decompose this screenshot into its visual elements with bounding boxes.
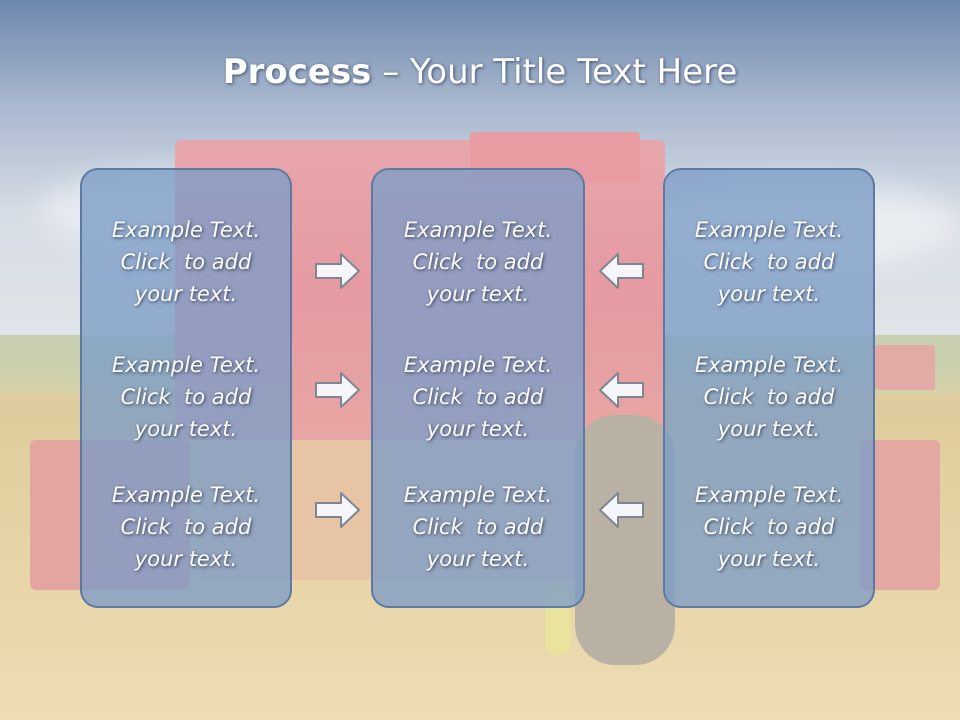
text-line: Example Text. bbox=[111, 483, 261, 507]
text-line: Click to add bbox=[120, 515, 252, 539]
right-arrow-icon[interactable] bbox=[314, 490, 362, 530]
panel-text-block[interactable]: Example Text. Click to add your text. bbox=[665, 349, 873, 445]
text-line: Example Text. bbox=[694, 218, 844, 242]
text-line: Click to add bbox=[412, 250, 544, 274]
text-line: your text. bbox=[426, 547, 530, 571]
panel-text-block[interactable]: Example Text. Click to add your text. bbox=[82, 214, 290, 310]
process-panel-right[interactable]: Example Text. Click to add your text. Ex… bbox=[663, 168, 875, 608]
panel-text-block[interactable]: Example Text. Click to add your text. bbox=[82, 349, 290, 445]
text-line: your text. bbox=[717, 282, 821, 306]
harvester-tire bbox=[575, 415, 675, 665]
title-rest: – Your Title Text Here bbox=[371, 52, 738, 92]
text-line: your text. bbox=[134, 282, 238, 306]
title-bold: Process bbox=[222, 52, 372, 92]
text-line: Example Text. bbox=[111, 353, 261, 377]
slide-title[interactable]: Process – Your Title Text Here bbox=[0, 52, 960, 92]
process-panel-left[interactable]: Example Text. Click to add your text. Ex… bbox=[80, 168, 292, 608]
text-line: Click to add bbox=[703, 385, 835, 409]
panel-text-block[interactable]: Example Text. Click to add your text. bbox=[373, 214, 583, 310]
text-line: your text. bbox=[426, 282, 530, 306]
text-line: Example Text. bbox=[403, 483, 553, 507]
text-line: Example Text. bbox=[694, 353, 844, 377]
text-line: your text. bbox=[134, 547, 238, 571]
panel-text-block[interactable]: Example Text. Click to add your text. bbox=[82, 479, 290, 575]
panel-text-block[interactable]: Example Text. Click to add your text. bbox=[373, 349, 583, 445]
text-line: Click to add bbox=[412, 385, 544, 409]
text-line: Example Text. bbox=[403, 218, 553, 242]
text-line: Example Text. bbox=[111, 218, 261, 242]
text-line: Click to add bbox=[120, 385, 252, 409]
text-line: Click to add bbox=[703, 515, 835, 539]
panel-text-block[interactable]: Example Text. Click to add your text. bbox=[665, 214, 873, 310]
text-line: Click to add bbox=[412, 515, 544, 539]
left-arrow-icon[interactable] bbox=[597, 490, 645, 530]
text-line: Click to add bbox=[703, 250, 835, 274]
text-line: your text. bbox=[426, 417, 530, 441]
text-line: your text. bbox=[717, 547, 821, 571]
text-line: your text. bbox=[134, 417, 238, 441]
text-line: your text. bbox=[717, 417, 821, 441]
text-line: Example Text. bbox=[403, 353, 553, 377]
text-line: Click to add bbox=[120, 250, 252, 274]
text-line: Example Text. bbox=[694, 483, 844, 507]
right-arrow-icon[interactable] bbox=[314, 251, 362, 291]
panel-text-block[interactable]: Example Text. Click to add your text. bbox=[373, 479, 583, 575]
left-arrow-icon[interactable] bbox=[597, 370, 645, 410]
left-arrow-icon[interactable] bbox=[597, 251, 645, 291]
distant-truck bbox=[875, 345, 935, 390]
right-arrow-icon[interactable] bbox=[314, 370, 362, 410]
panel-text-block[interactable]: Example Text. Click to add your text. bbox=[665, 479, 873, 575]
process-panel-center[interactable]: Example Text. Click to add your text. Ex… bbox=[371, 168, 585, 608]
